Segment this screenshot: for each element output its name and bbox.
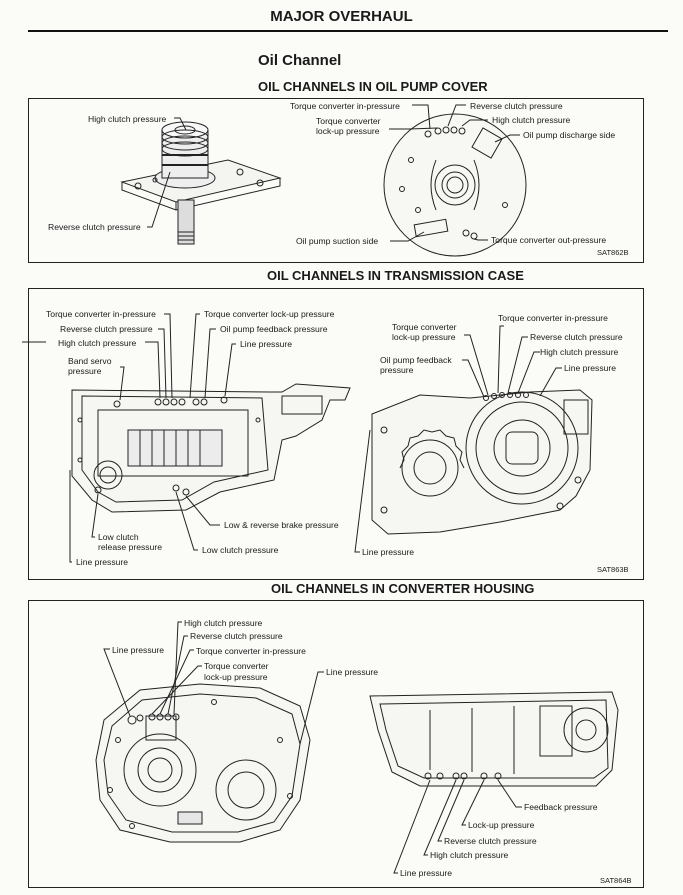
label-tc-in-pressure: Torque converter in-pressure	[46, 309, 156, 319]
section-title: Oil Channel	[258, 52, 342, 69]
label-band-servo-line2: pressure	[68, 366, 102, 376]
label-high-clutch-pressure: High clutch pressure	[88, 114, 167, 124]
label-tc-in-pressure: Torque converter in-pressure	[196, 646, 306, 656]
label-tc-lockup-right-line1: Torque converter	[392, 322, 457, 332]
label-reverse-clutch-pressure: Reverse clutch pressure	[48, 222, 141, 232]
label-lockup-pressure: Lock-up pressure	[468, 820, 535, 830]
label-line-pressure-bottom: Line pressure	[76, 557, 129, 567]
converter-housing-panel	[28, 600, 644, 888]
label-oil-pump-feedback-pressure: Oil pump feedback pressure	[220, 324, 328, 334]
label-reverse-clutch-pressure-right: Reverse clutch pressure	[530, 332, 623, 342]
label-high-clutch-pressure-right: High clutch pressure	[492, 115, 571, 125]
header-rule	[28, 30, 668, 32]
label-oil-pump-suction: Oil pump suction side	[296, 236, 379, 246]
label-low-clutch-release-line1: Low clutch	[98, 532, 139, 542]
label-line-pressure-mid: Line pressure	[326, 667, 379, 677]
label-tc-in-pressure: Torque converter in-pressure	[290, 101, 400, 111]
page-header-title: MAJOR OVERHAUL	[270, 8, 413, 25]
label-reverse-clutch-pressure-right: Reverse clutch pressure	[470, 101, 563, 111]
label-line-pressure-right: Line pressure	[400, 868, 453, 878]
label-tc-lockup-line1: Torque converter	[204, 661, 269, 671]
label-reverse-clutch-pressure-right: Reverse clutch pressure	[444, 836, 537, 846]
label-tc-in-pressure-right: Torque converter in-pressure	[498, 313, 608, 323]
label-high-clutch-pressure-right: High clutch pressure	[430, 850, 509, 860]
label-line-pressure-right-bottom: Line pressure	[362, 547, 415, 557]
label-feedback-pressure: Feedback pressure	[524, 802, 598, 812]
label-tc-lockup-line2: lock-up pressure	[204, 672, 268, 682]
label-oil-pump-feedback-right-line2: pressure	[380, 365, 414, 375]
label-tc-lockup-right-line2: lock-up pressure	[392, 332, 456, 342]
label-tc-lockup-line1: Torque converter	[316, 116, 381, 126]
label-line-pressure-left: Line pressure	[112, 645, 165, 655]
label-band-servo-line1: Band servo	[68, 356, 112, 366]
label-tc-lockup-pressure: Torque converter lock-up pressure	[204, 309, 335, 319]
pump-cover-heading: OIL CHANNELS IN OIL PUMP COVER	[258, 79, 488, 94]
label-tc-lockup-line2: lock-up pressure	[316, 126, 380, 136]
label-oil-pump-discharge: Oil pump discharge side	[523, 130, 616, 140]
trans-case-heading: OIL CHANNELS IN TRANSMISSION CASE	[267, 268, 524, 283]
label-high-clutch-pressure: High clutch pressure	[184, 618, 263, 628]
label-line-pressure-right: Line pressure	[564, 363, 617, 373]
label-oil-pump-feedback-right-line1: Oil pump feedback	[380, 355, 452, 365]
converter-housing-heading: OIL CHANNELS IN CONVERTER HOUSING	[271, 581, 535, 596]
label-reverse-clutch-pressure: Reverse clutch pressure	[60, 324, 153, 334]
figure-code-sat862b: SAT862B	[597, 248, 629, 257]
label-line-pressure: Line pressure	[240, 339, 293, 349]
label-low-clutch-pressure: Low clutch pressure	[202, 545, 279, 555]
label-low-clutch-release-line2: release pressure	[98, 542, 163, 552]
label-low-reverse-brake-pressure: Low & reverse brake pressure	[224, 520, 339, 530]
figure-code-sat864b: SAT864B	[600, 876, 632, 885]
label-high-clutch-pressure-right: High clutch pressure	[540, 347, 619, 357]
label-reverse-clutch-pressure: Reverse clutch pressure	[190, 631, 283, 641]
figure-code-sat863b: SAT863B	[597, 565, 629, 574]
label-high-clutch-pressure: High clutch pressure	[58, 338, 137, 348]
label-tc-out-pressure: Torque converter out-pressure	[491, 235, 607, 245]
